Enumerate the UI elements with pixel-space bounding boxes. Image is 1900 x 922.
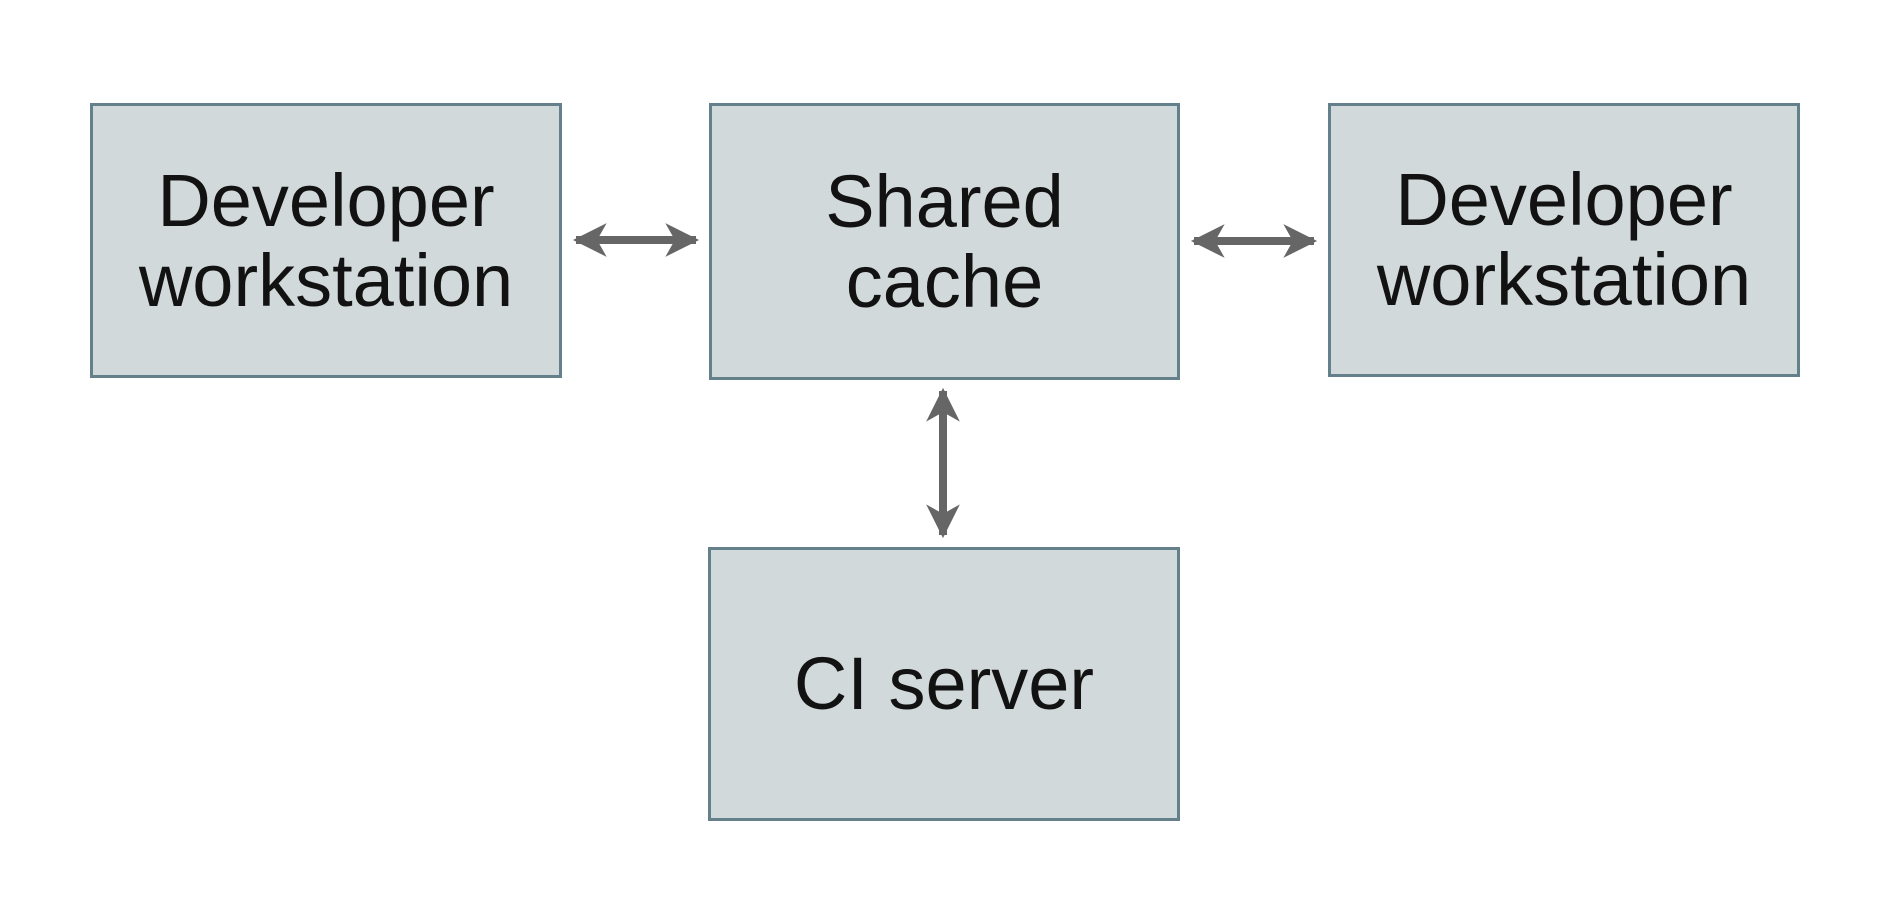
- node-ci-server: CI server: [708, 547, 1180, 821]
- node-label: CI server: [793, 642, 1095, 726]
- node-label: Developer workstation: [138, 158, 514, 322]
- node-developer-workstation-right: Developer workstation: [1328, 103, 1800, 377]
- node-shared-cache: Shared cache: [709, 103, 1180, 380]
- node-label: Developer workstation: [1376, 158, 1752, 321]
- node-developer-workstation-left: Developer workstation: [90, 103, 562, 378]
- node-label: Shared cache: [825, 159, 1064, 323]
